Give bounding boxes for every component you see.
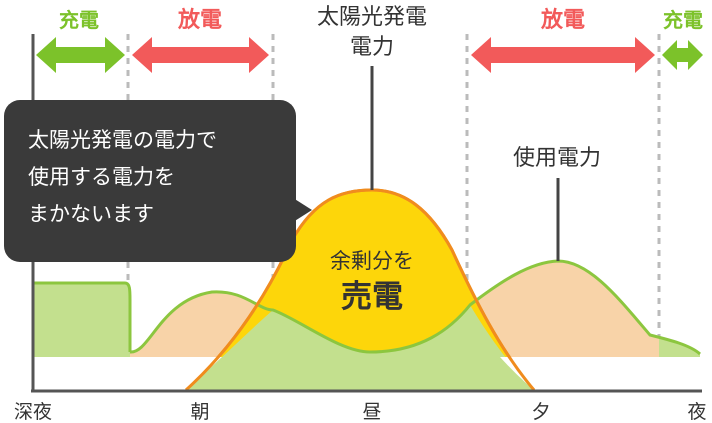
time-label: 夜: [687, 401, 706, 423]
usage-callout: 使用電力: [513, 146, 601, 171]
solar-callout-line2: 電力: [350, 35, 394, 60]
info-bubble-text: 太陽光発電の電力で 使用する電力を まかないます: [28, 122, 288, 233]
night-usage-curve: [33, 281, 132, 352]
usage-curve: [129, 259, 702, 356]
solar-generation-edge: [184, 188, 536, 392]
info-bubble-line: 使用する電力を: [28, 165, 175, 189]
charge-arrow-late-night: [662, 40, 703, 70]
solar-generation-base: [186, 357, 534, 390]
period-label-charge: 充電: [59, 8, 99, 32]
discharge-arrow-morning: [132, 37, 269, 73]
time-label: 深夜: [14, 401, 52, 423]
surplus-label-line1: 余剰分を: [330, 249, 414, 273]
info-bubble-line: 太陽光発電の電力で: [28, 128, 217, 152]
period-label-charge: 充電: [663, 8, 703, 32]
period-label-discharge: 放電: [177, 7, 222, 33]
surplus-label-line2: 売電: [341, 279, 403, 315]
info-bubble-tail: [290, 196, 312, 224]
time-label: 朝: [190, 401, 209, 423]
info-bubble-line: まかないます: [28, 202, 154, 226]
charge-arrow-night: [36, 37, 125, 73]
time-label: 昼: [362, 401, 381, 423]
night-charge-area: [33, 283, 130, 357]
solar-callout-line1: 太陽光発電: [317, 5, 427, 30]
period-label-discharge: 放電: [540, 7, 585, 33]
time-label: 夕: [531, 401, 550, 423]
discharge-arrow-evening: [471, 37, 655, 73]
night-usage-area: [659, 338, 700, 357]
info-bubble: 太陽光発電の電力で 使用する電力を まかないます: [4, 100, 296, 262]
